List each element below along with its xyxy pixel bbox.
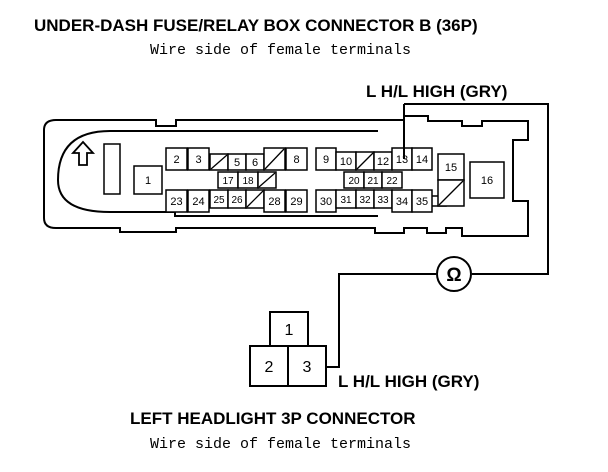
wire-label-bottom: L H/L HIGH (GRY) — [338, 372, 479, 391]
lock-arrow-icon — [70, 140, 96, 166]
pin-label-18: 18 — [242, 176, 254, 187]
pin-1-cell — [133, 165, 163, 195]
headlight-pin-1: 1 — [285, 322, 294, 339]
pin-label-2: 2 — [173, 154, 179, 166]
pin-label-28: 28 — [268, 196, 280, 208]
pin-label-5: 5 — [234, 157, 240, 169]
pin-label-6: 6 — [252, 157, 258, 169]
pin-label-34: 34 — [396, 196, 408, 208]
pin-16-cell — [469, 161, 505, 199]
headlight-subtitle: Wire side of female terminals — [150, 436, 411, 453]
pin-label-31: 31 — [340, 195, 352, 206]
pin-label-16: 16 — [481, 175, 493, 187]
pin-label-26: 26 — [231, 195, 243, 206]
pin-label-12: 12 — [377, 156, 389, 168]
pin-35-cell — [411, 189, 433, 213]
pin-label-33: 33 — [377, 195, 389, 206]
fuse-box-subtitle: Wire side of female terminals — [150, 42, 411, 59]
pin-label-22: 22 — [386, 176, 398, 187]
pin-label-10: 10 — [340, 156, 352, 168]
pin-2-cell — [165, 147, 188, 171]
pin-29-cell — [285, 189, 308, 213]
fuse-box-connector — [43, 115, 529, 237]
pin-22-cell — [381, 171, 403, 189]
pin-label-17: 17 — [222, 176, 234, 187]
pin-label-3: 3 — [195, 154, 201, 166]
pin-24-cell — [187, 189, 210, 213]
pin-label-15: 15 — [445, 162, 457, 174]
pin-23-cell — [165, 189, 188, 213]
pin-28-cell — [263, 189, 286, 213]
pin-label-13: 13 — [396, 154, 408, 166]
pin-3-cell — [187, 147, 210, 171]
pin-label-9: 9 — [323, 154, 329, 166]
unused-pin-marks — [210, 148, 464, 208]
pin-label-14: 14 — [416, 154, 428, 166]
pin-label-1: 1 — [145, 175, 151, 187]
pin-label-24: 24 — [192, 196, 204, 208]
headlight-pin-2: 2 — [265, 359, 274, 376]
fuse-box-title: UNDER-DASH FUSE/RELAY BOX CONNECTOR B (3… — [34, 16, 478, 35]
pin-label-23: 23 — [170, 196, 182, 208]
ohmmeter-circle — [436, 256, 472, 292]
wire-label-top: L H/L HIGH (GRY) — [366, 82, 507, 101]
pin-14-cell — [411, 147, 433, 171]
ohmmeter-icon: Ω — [446, 265, 461, 286]
headlight-connector — [249, 311, 327, 387]
headlight-title: LEFT HEADLIGHT 3P CONNECTOR — [130, 409, 416, 428]
test-wire — [325, 103, 549, 368]
pin-8-cell — [285, 147, 308, 171]
pin-label-35: 35 — [416, 196, 428, 208]
pin-label-8: 8 — [293, 154, 299, 166]
pin-label-32: 32 — [359, 195, 371, 206]
pin-label-20: 20 — [348, 176, 360, 187]
pin-label-29: 29 — [290, 196, 302, 208]
pin-label-30: 30 — [320, 196, 332, 208]
pin-label-21: 21 — [367, 176, 379, 187]
pin-label-25: 25 — [213, 195, 225, 206]
headlight-pin-3: 3 — [303, 359, 312, 376]
fuse-box-pin-labels: 1 2 3 5 6 8 9 10 12 13 14 15 16 17 18 20… — [145, 154, 493, 208]
